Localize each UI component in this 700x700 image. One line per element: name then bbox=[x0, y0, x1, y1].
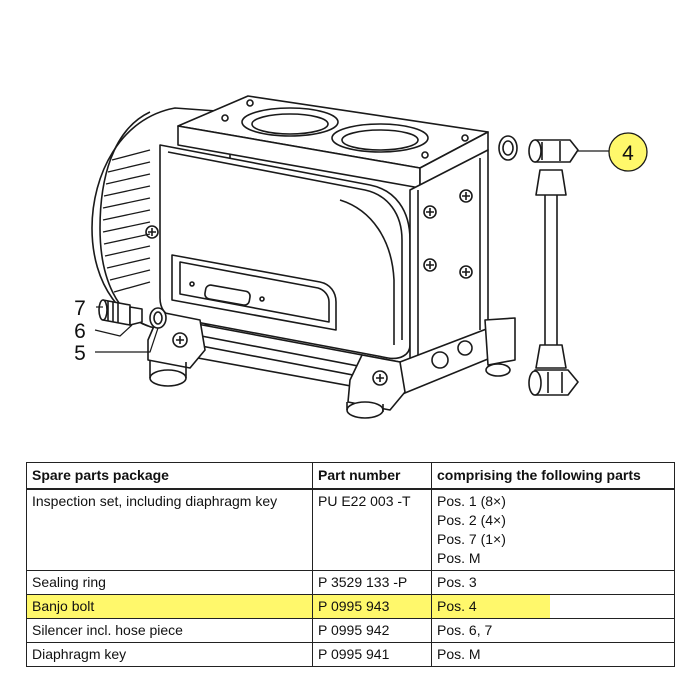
spare-parts-table: Spare parts package Part number comprisi… bbox=[26, 462, 675, 667]
cell-parts: Pos. 1 (8×) Pos. 2 (4×) Pos. 7 (1×) Pos.… bbox=[431, 488, 675, 571]
header-comprising-parts: comprising the following parts bbox=[431, 462, 675, 490]
table-row-highlighted: Banjo bolt P 0995 943 Pos. 4 bbox=[26, 594, 675, 619]
pos-line: Pos. M bbox=[437, 550, 481, 566]
cell-part-number: P 0995 943 bbox=[312, 594, 432, 619]
table-header-row: Spare parts package Part number comprisi… bbox=[26, 462, 675, 490]
silencer-assembly bbox=[98, 299, 167, 329]
cell-parts: Pos. 6, 7 bbox=[431, 618, 675, 643]
cell-package: Silencer incl. hose piece bbox=[26, 618, 313, 643]
table-row: Sealing ring P 3529 133 -P Pos. 3 bbox=[26, 570, 675, 595]
callout-5-label: 5 bbox=[74, 342, 86, 365]
front-cover bbox=[159, 144, 411, 360]
cell-package: Banjo bolt bbox=[26, 594, 313, 619]
cell-parts: Pos. 4 bbox=[431, 594, 675, 619]
header-part-number: Part number bbox=[312, 462, 432, 490]
banjo-bolt-assembly bbox=[498, 135, 579, 396]
table-row: Silencer incl. hose piece P 0995 942 Pos… bbox=[26, 618, 675, 643]
cell-part-number: P 0995 941 bbox=[312, 642, 432, 667]
pump-drawing: 4 7 6 5 bbox=[74, 95, 648, 419]
callout-4-circle bbox=[608, 132, 648, 172]
header-package: Spare parts package bbox=[26, 462, 313, 490]
highlight-pos: Pos. 4 bbox=[432, 595, 550, 618]
table-row: Inspection set, including diaphragm key … bbox=[26, 488, 675, 571]
pos-line: Pos. 2 (4×) bbox=[437, 512, 506, 528]
cell-package: Sealing ring bbox=[26, 570, 313, 595]
cell-part-number: P 0995 942 bbox=[312, 618, 432, 643]
cell-parts: Pos. 3 bbox=[431, 570, 675, 595]
callout-6-label: 6 bbox=[74, 320, 86, 343]
cell-package: Inspection set, including diaphragm key bbox=[26, 488, 313, 571]
table-row: Diaphragm key P 0995 941 Pos. M bbox=[26, 642, 675, 667]
callout-7-label: 7 bbox=[74, 297, 86, 320]
callout-4-label: 4 bbox=[622, 142, 634, 165]
cell-package: Diaphragm key bbox=[26, 642, 313, 667]
cell-part-number: PU E22 003 -T bbox=[312, 488, 432, 571]
cell-parts: Pos. M bbox=[431, 642, 675, 667]
pos-line: Pos. 7 (1×) bbox=[437, 531, 506, 547]
cell-part-number: P 3529 133 -P bbox=[312, 570, 432, 595]
pos-line: Pos. 1 (8×) bbox=[437, 493, 506, 509]
